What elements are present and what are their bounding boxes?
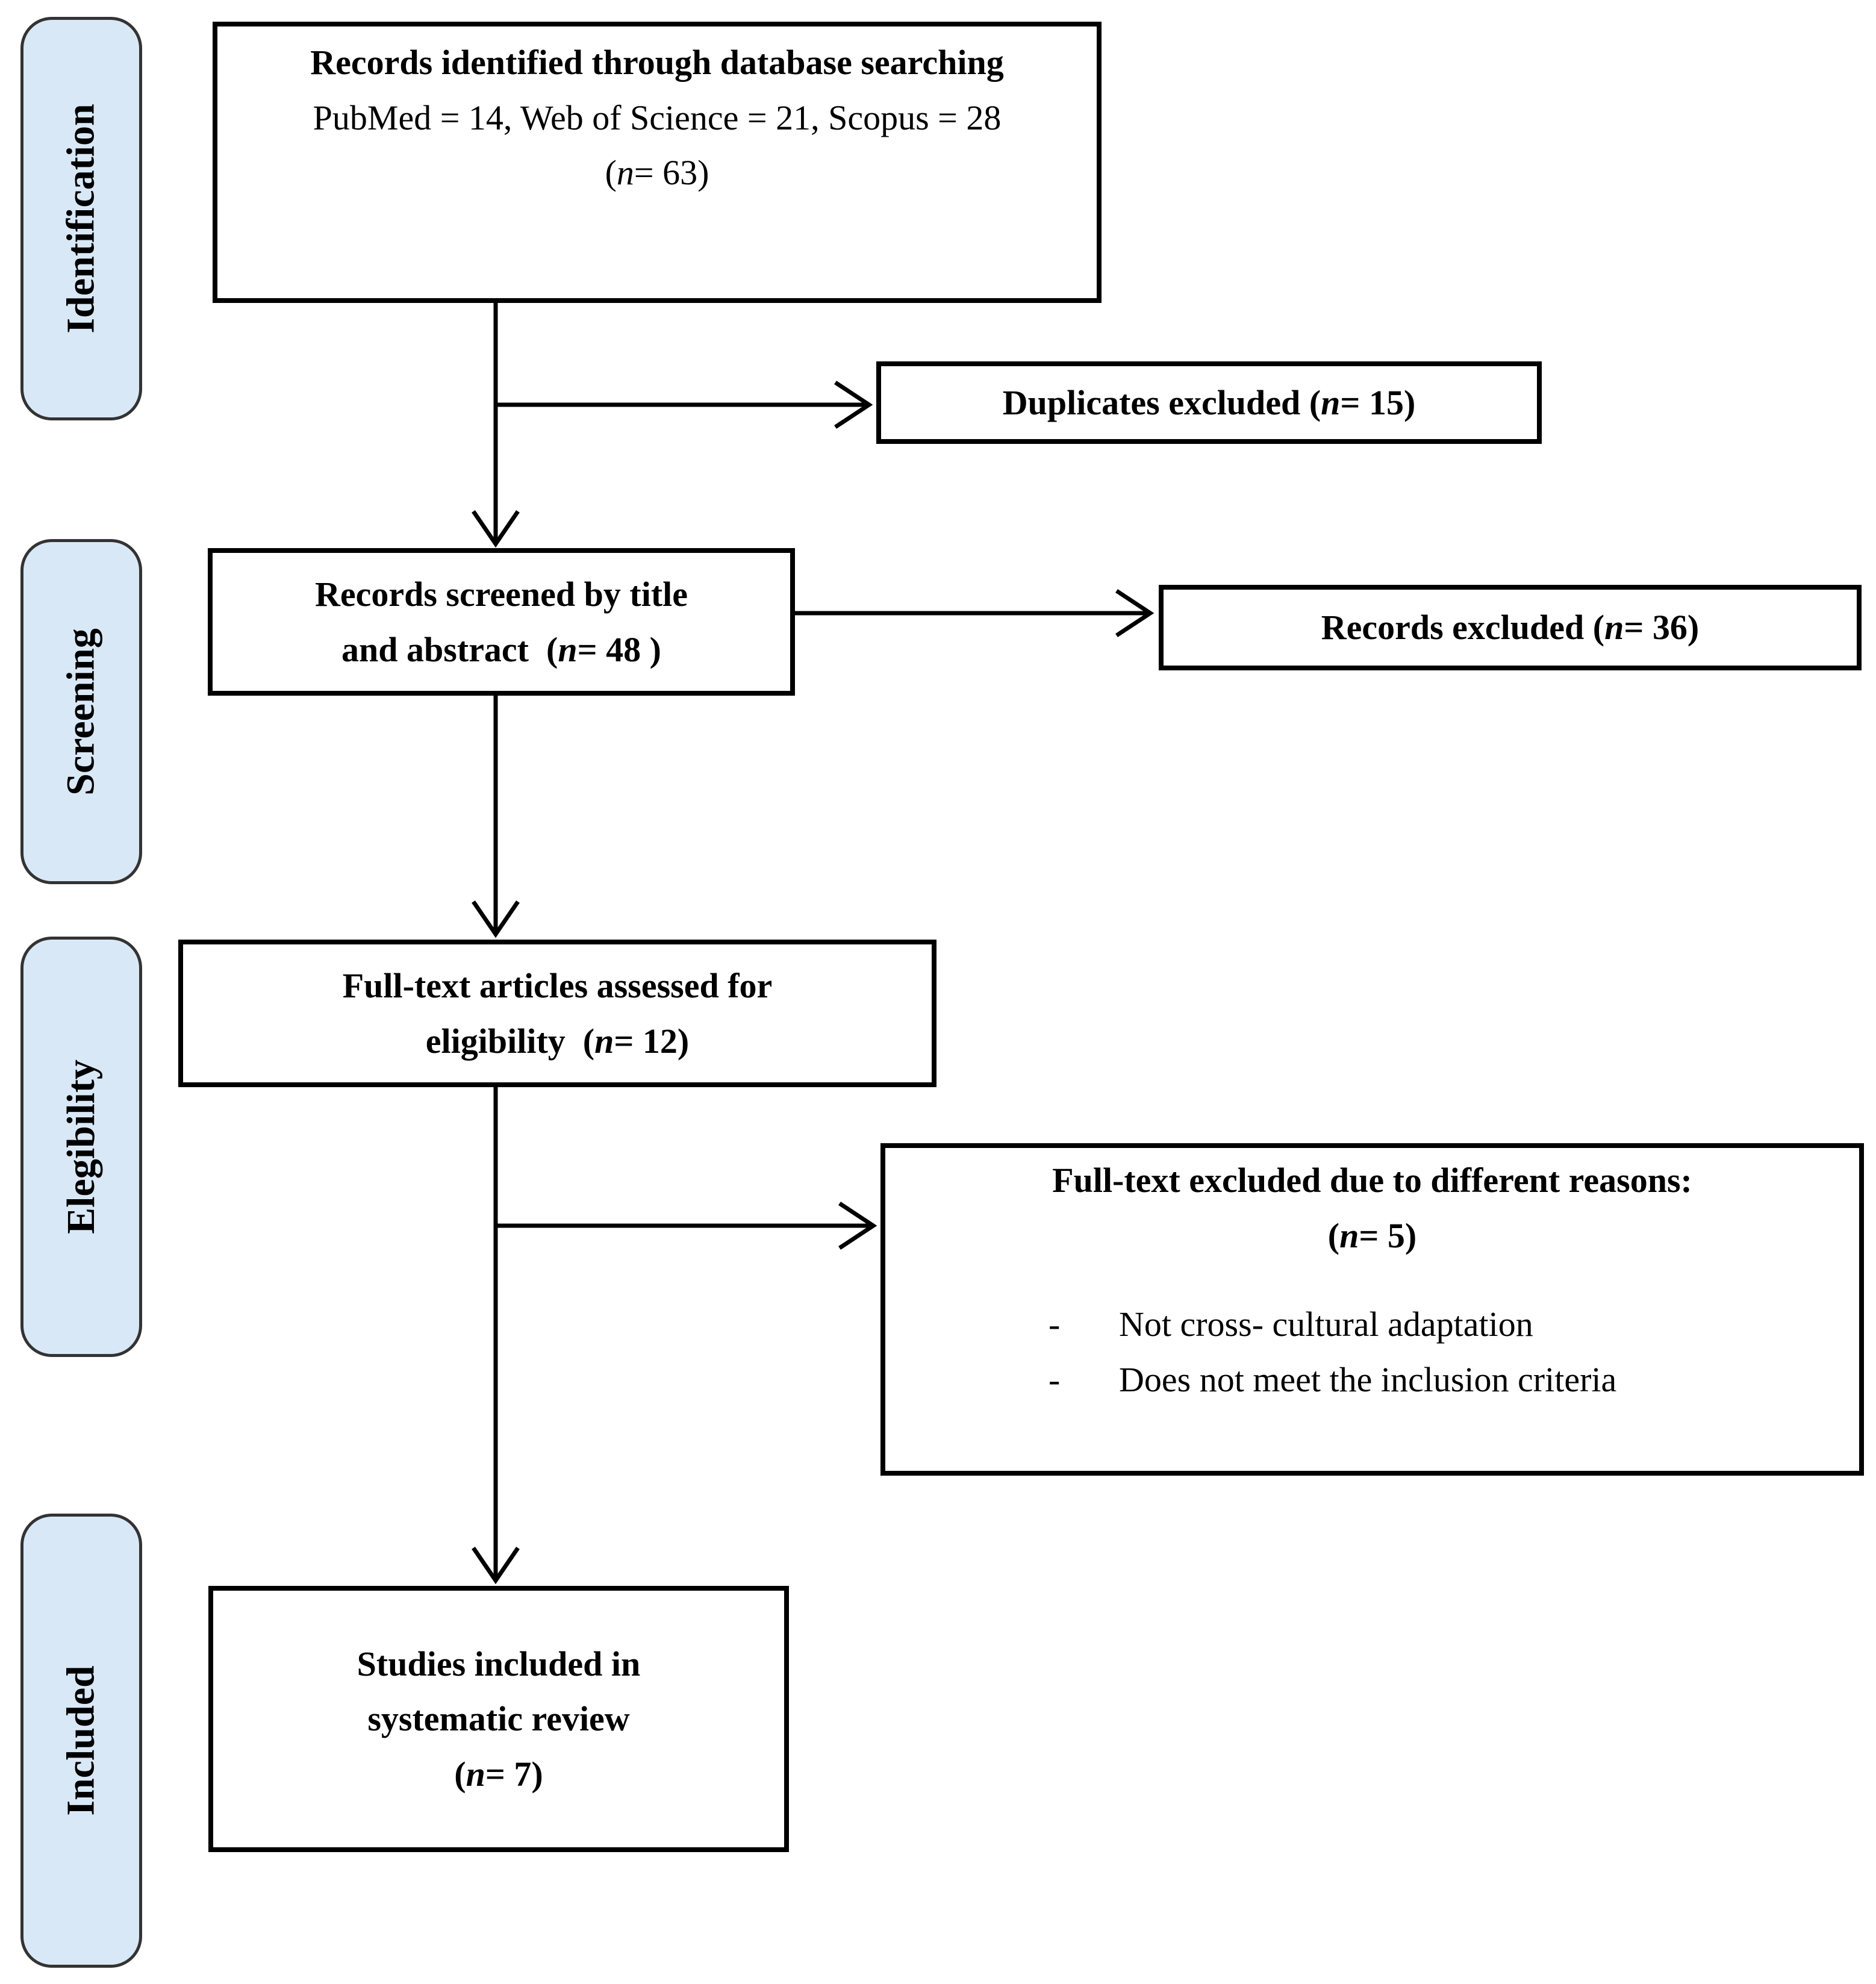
reason-text: Not cross- cultural adaptation bbox=[1119, 1305, 1533, 1344]
count-var: n bbox=[616, 153, 634, 193]
box-records-screened: Records screened by title and abstract (… bbox=[208, 548, 795, 696]
box-studies-included: Studies included in systematic review (n… bbox=[208, 1586, 789, 1852]
label-part: and abstract ( bbox=[341, 629, 558, 669]
arrowhead-right-records-excluded-icon bbox=[1115, 589, 1155, 637]
stage-text-included: Included bbox=[59, 1665, 103, 1816]
count-post: = 63) bbox=[634, 153, 709, 193]
count-pre: ( bbox=[605, 153, 617, 193]
records-screened-line2: and abstract (n= 48 ) bbox=[213, 622, 790, 678]
count-var: n bbox=[1604, 608, 1624, 647]
count-var: n bbox=[1339, 1215, 1359, 1255]
stage-label-included: Included bbox=[20, 1514, 142, 1968]
box-fulltext-assessed: Full-text articles assessed for eligibil… bbox=[178, 940, 936, 1087]
count-post: = 5) bbox=[1359, 1215, 1417, 1255]
arrowhead-right-fulltext-excluded-icon bbox=[838, 1202, 877, 1250]
arrowhead-down-screened-icon bbox=[472, 510, 520, 548]
fulltext-assessed-line2: eligibility (n= 12) bbox=[183, 1014, 932, 1069]
bullet-dash: - bbox=[1049, 1305, 1061, 1344]
count-var: n bbox=[594, 1021, 614, 1061]
reason-item: - Not cross- cultural adaptation bbox=[1049, 1297, 1859, 1352]
count-rest: = 48 ) bbox=[577, 629, 661, 669]
box-records-excluded: Records excluded (n= 36) bbox=[1159, 585, 1862, 670]
stage-text-screening: Screening bbox=[59, 628, 104, 796]
fulltext-assessed-line1: Full-text articles assessed for bbox=[342, 965, 773, 1005]
label-part: Duplicates excluded ( bbox=[1002, 382, 1321, 422]
records-excluded-text: Records excluded (n= 36) bbox=[1164, 600, 1857, 655]
box-duplicates-excluded: Duplicates excluded (n= 15) bbox=[876, 361, 1542, 444]
studies-included-count: (n= 7) bbox=[213, 1747, 784, 1802]
count-pre: ( bbox=[1327, 1215, 1340, 1255]
stage-label-screening: Screening bbox=[20, 539, 142, 884]
fulltext-excluded-title: Full-text excluded due to different reas… bbox=[1052, 1161, 1692, 1200]
reason-item: - Does not meet the inclusion criteria bbox=[1049, 1352, 1859, 1408]
arrowhead-down-studies-icon bbox=[472, 1547, 520, 1585]
count-rest: = 36) bbox=[1624, 608, 1700, 647]
stage-text-elegibility: Elegibility bbox=[59, 1059, 103, 1234]
records-identified-title: Records identified through database sear… bbox=[310, 43, 1004, 82]
box-records-identified: Records identified through database sear… bbox=[213, 22, 1102, 303]
count-pre: ( bbox=[454, 1754, 466, 1794]
count-var: n bbox=[466, 1754, 485, 1794]
studies-included-line2: systematic review bbox=[367, 1699, 630, 1739]
count-rest: = 15) bbox=[1340, 382, 1416, 422]
stage-label-identification: Identification bbox=[20, 17, 142, 420]
bullet-dash: - bbox=[1049, 1359, 1061, 1399]
records-identified-sources: PubMed = 14, Web of Science = 21, Scopus… bbox=[313, 98, 1002, 137]
arrowhead-down-fulltext-icon bbox=[472, 900, 520, 938]
fulltext-excluded-reasons: - Not cross- cultural adaptation - Does no… bbox=[885, 1297, 1859, 1407]
records-screened-line1: Records screened by title bbox=[314, 574, 688, 614]
count-var: n bbox=[558, 629, 578, 669]
label-part: Records excluded ( bbox=[1321, 608, 1605, 647]
stage-text-identification: Identification bbox=[59, 104, 103, 334]
count-post: = 7) bbox=[485, 1754, 543, 1794]
studies-included-line1: Studies included in bbox=[357, 1644, 641, 1683]
count-rest: = 12) bbox=[614, 1021, 690, 1061]
stage-label-elegibility: Elegibility bbox=[20, 937, 142, 1357]
label-part: eligibility ( bbox=[425, 1021, 595, 1061]
box-fulltext-excluded: Full-text excluded due to different reas… bbox=[880, 1143, 1864, 1476]
records-identified-count: (n= 63) bbox=[217, 145, 1097, 201]
reason-text: Does not meet the inclusion criteria bbox=[1119, 1359, 1617, 1399]
count-var: n bbox=[1321, 382, 1341, 422]
arrowhead-right-duplicates-icon bbox=[834, 381, 873, 429]
duplicates-excluded-text: Duplicates excluded (n= 15) bbox=[881, 375, 1537, 431]
fulltext-excluded-count: (n= 5) bbox=[885, 1208, 1859, 1264]
